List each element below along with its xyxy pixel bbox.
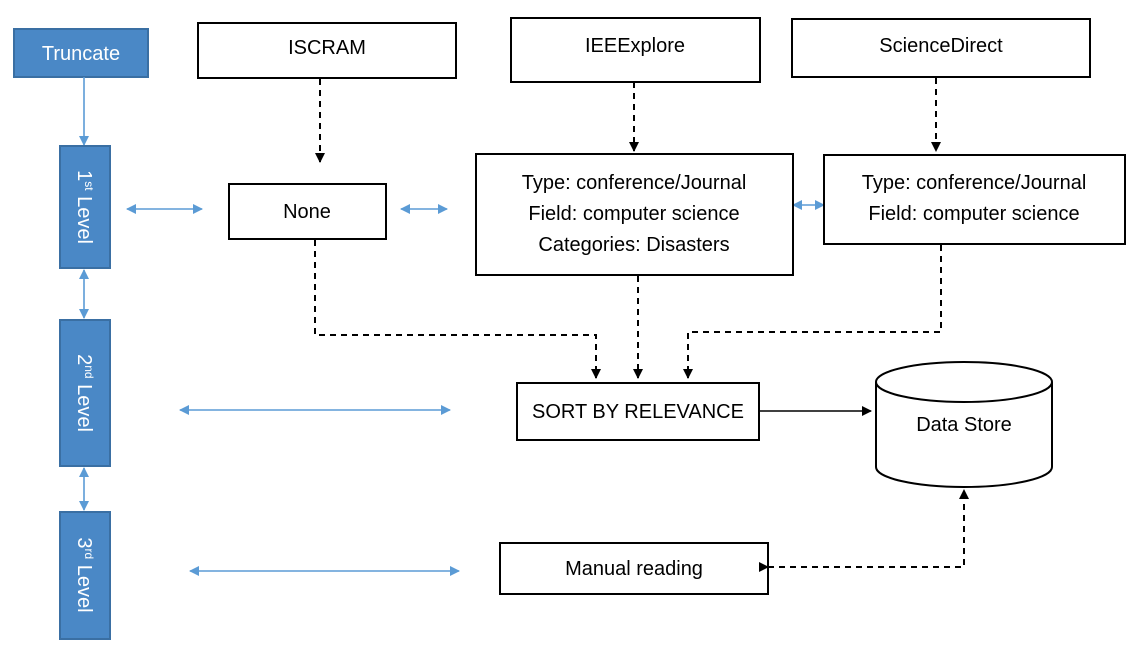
sort-label: SORT BY RELEVANCE: [532, 401, 744, 423]
none-box: None: [228, 183, 387, 240]
ieee-filter-line-2: Field: computer science: [528, 203, 739, 225]
data-store-cylinder: Data Store: [875, 361, 1053, 488]
sd-filter-box: Type: conference/Journal Field: computer…: [823, 154, 1126, 245]
iscram-box: ISCRAM: [197, 22, 457, 79]
manual-datastore-arrow: [759, 489, 969, 572]
sciencedirect-label: ScienceDirect: [879, 35, 1003, 57]
data-store-label: Data Store: [916, 414, 1012, 436]
ieee-filter-line-3: Categories: Disasters: [538, 234, 729, 256]
sort-box: SORT BY RELEVANCE: [516, 382, 760, 441]
sd-filter-line-2: Field: computer science: [868, 203, 1079, 225]
level-2-label: 2nd Level: [73, 354, 96, 432]
level-1-label: 1st Level: [73, 170, 96, 244]
ieeexplore-label: IEEExplore: [585, 35, 685, 57]
ieee-filter-line-1: Type: conference/Journal: [522, 172, 747, 194]
none-to-sort-arrow: [314, 240, 601, 379]
sciencedirect-box: ScienceDirect: [791, 18, 1091, 78]
manual-reading-box: Manual reading: [499, 542, 769, 595]
level-2-box: 2nd Level: [59, 319, 111, 467]
ieee-filter-box: Type: conference/Journal Field: computer…: [475, 153, 794, 276]
manual-reading-label: Manual reading: [565, 558, 703, 580]
level-3-label: 3rd Level: [73, 537, 96, 612]
none-label: None: [283, 201, 331, 223]
sd-filter-line-1: Type: conference/Journal: [862, 172, 1087, 194]
level-3-box: 3rd Level: [59, 511, 111, 640]
truncate-label: Truncate: [42, 43, 120, 65]
level-1-box: 1st Level: [59, 145, 111, 269]
iscram-label: ISCRAM: [288, 37, 366, 59]
ieeexplore-box: IEEExplore: [510, 17, 761, 83]
truncate-box: Truncate: [13, 28, 149, 78]
sd-to-sort-arrow: [683, 245, 942, 379]
